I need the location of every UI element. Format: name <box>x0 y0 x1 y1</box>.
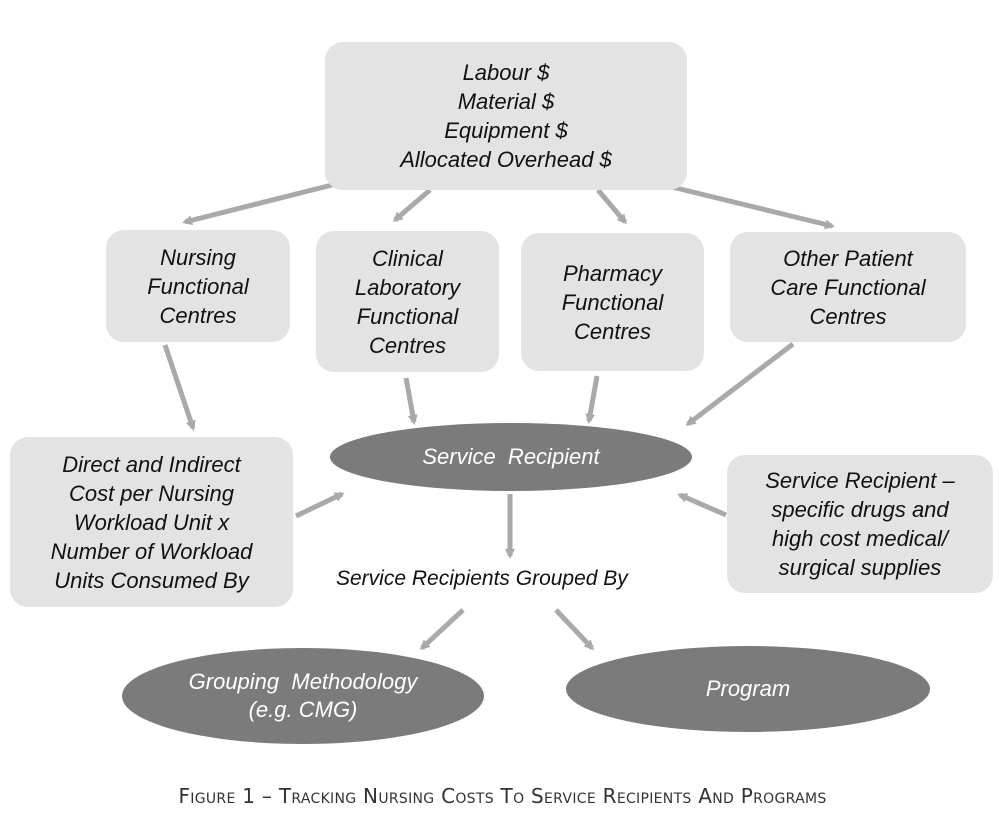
nursing-line-1: Nursing <box>160 244 236 270</box>
grouping-methodology-line-2: (e.g. CMG) <box>248 697 358 722</box>
service-recipient-ellipse: Service Recipient <box>330 423 692 491</box>
cost-input-overhead: Allocated Overhead $ <box>400 147 612 172</box>
workload-line-2: Cost per Nursing <box>68 480 235 506</box>
arrow-costs-to-nursing <box>182 182 333 226</box>
pharmacy-line-3: Centres <box>573 318 652 344</box>
nursing-line-3: Centres <box>159 302 237 328</box>
supplies-line-4: surgical supplies <box>778 555 942 580</box>
supplies-line-1: Service Recipient – <box>765 468 955 493</box>
other-care-line-2: Care Functional <box>770 274 926 300</box>
nursing-line-2: Functional <box>147 273 249 299</box>
grouped-by-label: Service Recipients Grouped By <box>336 567 628 590</box>
clinical-lab-line-1: Clinical <box>372 245 443 271</box>
workload-line-5: Units Consumed By <box>54 567 249 593</box>
other-patient-care-box: Other Patient Care Functional Centres <box>730 232 966 342</box>
arrow-supplies-to-recipient <box>677 492 727 518</box>
clinical-lab-functional-centres-box: Clinical Laboratory Functional Centres <box>316 231 499 372</box>
clinical-lab-line-2: Laboratory <box>354 274 461 300</box>
grouping-methodology-line-1: Grouping Methodology <box>188 669 418 694</box>
other-care-line-1: Other Patient <box>783 245 913 271</box>
supplies-line-3: high cost medical/ <box>771 526 949 551</box>
arrow-pharmacy-to-recipient <box>585 375 600 424</box>
clinical-lab-line-4: Centres <box>368 332 447 358</box>
workload-line-3: Workload Unit x <box>73 509 230 535</box>
pharmacy-functional-centres-box: Pharmacy Functional Centres <box>521 233 704 371</box>
cost-inputs-box: Labour $ Material $ Equipment $ Allocate… <box>325 42 687 190</box>
grouping-methodology-ellipse: Grouping Methodology (e.g. CMG) <box>122 648 484 744</box>
program-label: Program <box>705 676 791 701</box>
pharmacy-line-2: Functional <box>561 289 664 315</box>
specific-supplies-box: Service Recipient – specific drugs and h… <box>727 455 993 593</box>
service-recipient-label: Service Recipient <box>422 444 600 469</box>
arrow-grouped-to-methodology <box>419 608 465 651</box>
arrow-clinical-lab-to-recipient <box>403 377 418 425</box>
clinical-lab-line-3: Functional <box>356 303 459 329</box>
other-care-line-3: Centres <box>809 303 887 329</box>
arrow-nursing-to-cost-box <box>162 344 196 431</box>
cost-input-labour: Labour $ <box>462 60 550 85</box>
pharmacy-line-1: Pharmacy <box>562 260 663 286</box>
arrow-costs-to-other-care <box>671 184 835 230</box>
workload-line-1: Direct and Indirect <box>62 451 241 477</box>
cost-input-equipment: Equipment $ <box>444 118 568 143</box>
program-ellipse: Program <box>566 646 930 732</box>
arrow-costs-to-pharmacy <box>596 188 627 225</box>
arrow-grouped-to-program <box>554 608 595 651</box>
cost-input-material: Material $ <box>457 89 555 114</box>
arrow-cost-box-to-recipient <box>294 491 345 519</box>
workload-line-4: Number of Workload <box>50 538 253 564</box>
nursing-workload-cost-box: Direct and Indirect Cost per Nursing Wor… <box>10 437 293 607</box>
nursing-functional-centres-box: Nursing Functional Centres <box>106 230 290 342</box>
arrow-other-care-to-recipient <box>685 342 795 426</box>
arrow-costs-to-clinical-lab <box>392 188 432 222</box>
supplies-line-2: specific drugs and <box>771 497 949 522</box>
figure-caption: Figure 1 – Tracking Nursing Costs To Ser… <box>178 784 827 808</box>
